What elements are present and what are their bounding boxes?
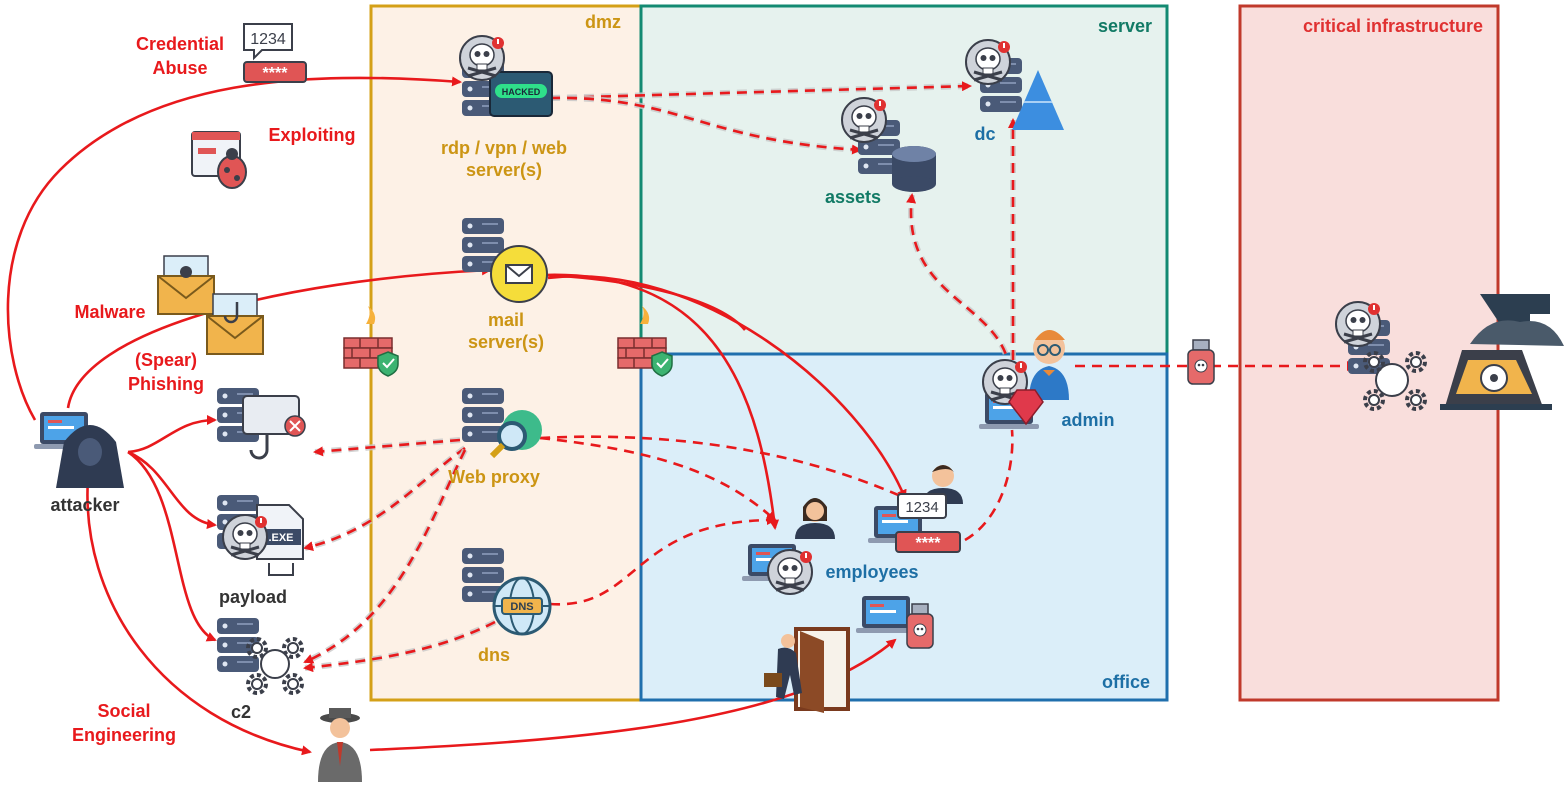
credential-abuse-label-1: Credential (136, 34, 224, 54)
payload-server-icon: .EXE (216, 494, 304, 576)
infected-usb-icon (1187, 339, 1215, 385)
social-engineering-label-1: Social (97, 701, 150, 721)
dns-server-icon: DNS (461, 547, 552, 636)
zone-label-critical: critical infrastructure (1303, 16, 1483, 36)
web-proxy-label: Web proxy (448, 467, 540, 487)
c2-server-icon (216, 617, 304, 695)
phishing-envelope-icon (206, 293, 264, 355)
rdp-label-line1: rdp / vpn / web (441, 138, 567, 158)
mail-label-line1: mail (488, 310, 524, 330)
mail-label-line2: server(s) (468, 332, 544, 352)
social-engineer-icon (318, 708, 362, 782)
rdp-vpn-web-server-icon: HACKED (458, 34, 553, 117)
employee-credentials-icon: 1234 **** (868, 493, 961, 553)
hacked-text: HACKED (502, 87, 541, 97)
employees-label: employees (825, 562, 918, 582)
exe-badge-text: .EXE (268, 532, 293, 544)
employee-pin-text: 1234 (905, 499, 938, 516)
credential-password-text: **** (263, 65, 289, 82)
exploit-bug-icon (191, 131, 247, 189)
attack-arrows-dashed (303, 81, 1357, 673)
c2-label: c2 (231, 702, 251, 722)
nuclear-plant-icon (1440, 294, 1564, 410)
payload-label: payload (219, 587, 287, 607)
dc-server-icon (964, 38, 1064, 130)
admin-icon (979, 330, 1069, 429)
assets-server-icon (840, 96, 936, 192)
attack-arrows-solid (6, 76, 907, 756)
dns-badge-text: DNS (510, 601, 533, 613)
attacker-label: attacker (50, 495, 119, 515)
critical-controller-icon (1334, 300, 1427, 411)
dc-label: dc (974, 124, 995, 144)
exploiting-label: Exploiting (269, 125, 356, 145)
zone-label-office: office (1102, 672, 1150, 692)
malware-label: Malware (74, 302, 145, 322)
phishing-label-1: (Spear) (135, 350, 197, 370)
assets-label: assets (825, 187, 881, 207)
employee-password-text: **** (916, 535, 942, 552)
employee-female-icon (795, 498, 835, 539)
admin-label: admin (1061, 410, 1114, 430)
attacker-icon (34, 412, 124, 488)
rdp-label-line2: server(s) (466, 160, 542, 180)
phishing-server-icon (216, 387, 306, 460)
zone-label-dmz: dmz (585, 12, 621, 32)
credential-abuse-label-2: Abuse (152, 58, 207, 78)
social-engineering-label-2: Engineering (72, 725, 176, 745)
phishing-label-2: Phishing (128, 374, 204, 394)
credential-pin-icon: 1234 **** (243, 23, 307, 83)
malware-envelope-icon (157, 255, 215, 315)
exiting-person-door-icon (764, 627, 850, 713)
zone-label-server: server (1098, 16, 1152, 36)
dns-label: dns (478, 645, 510, 665)
credential-pin-text: 1234 (250, 31, 286, 48)
mail-server-icon (461, 217, 548, 303)
web-proxy-icon (461, 387, 542, 459)
